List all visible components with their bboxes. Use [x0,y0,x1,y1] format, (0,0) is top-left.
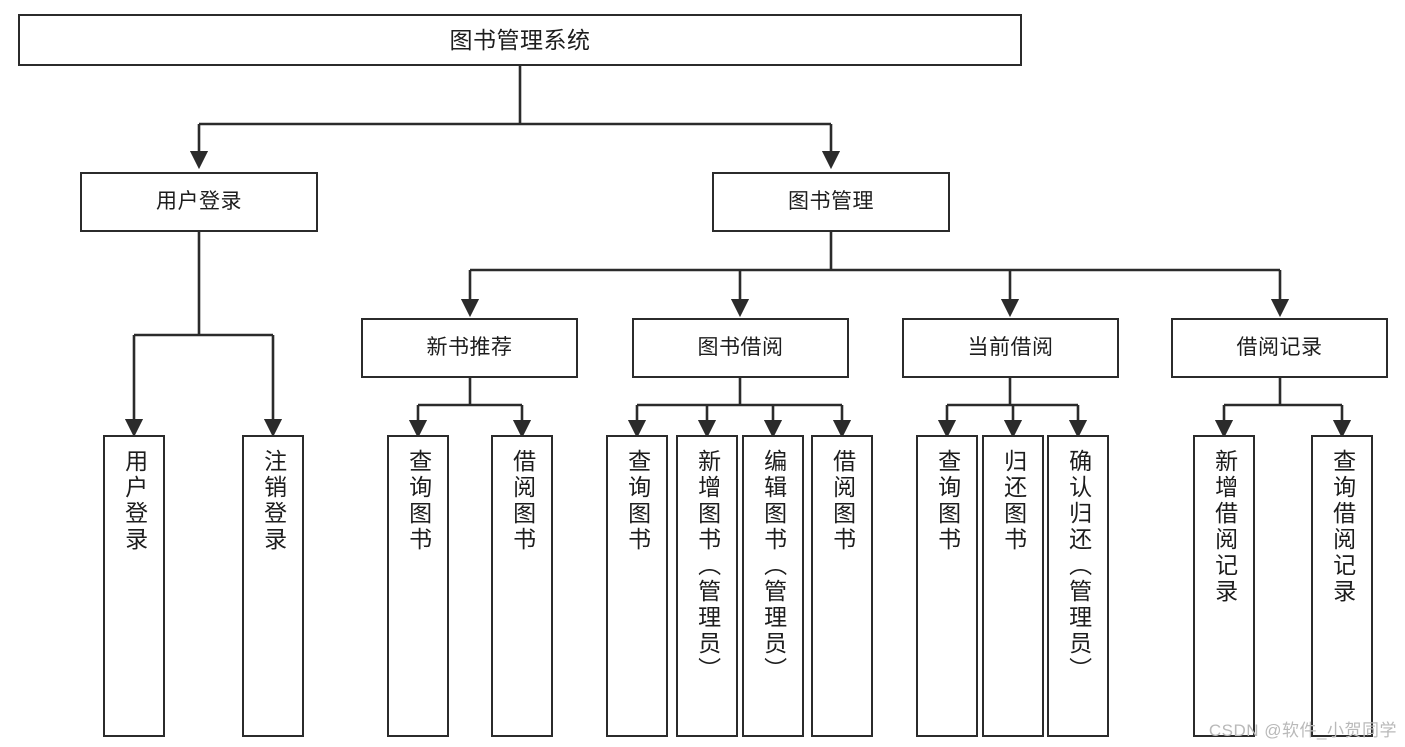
node-label: 新书推荐 [426,335,513,359]
node-current-borrow[interactable]: 当前借阅 [902,318,1119,378]
node-label: 图书管理系统 [449,26,591,53]
node-borrow-record[interactable]: 借阅记录 [1171,318,1388,378]
watermark: CSDN @软件_小贺同学 [1208,721,1397,740]
leaf-logout[interactable]: 注销登录 [242,435,304,737]
node-label: 图书借阅 [697,335,784,359]
leaf-query-borrow-record[interactable]: 查询借阅记录 [1311,435,1373,737]
leaf-add-book-admin[interactable]: 新增图书（管理员） [676,435,738,737]
node-label: 注销登录 [260,449,287,553]
node-new-book-recommend[interactable]: 新书推荐 [361,318,578,378]
leaf-borrow-book-borrow[interactable]: 借阅图书 [811,435,873,737]
node-label: 归还图书 [1000,449,1027,553]
node-label: 用户登录 [121,449,148,553]
node-book-borrow[interactable]: 图书借阅 [632,318,849,378]
node-label: 编辑图书（管理员） [760,449,787,683]
node-label: 借阅记录 [1236,335,1323,359]
leaf-query-book-recommend[interactable]: 查询图书 [387,435,449,737]
node-label: 查询图书 [934,449,961,553]
node-user-login[interactable]: 用户登录 [80,172,318,232]
node-label: 借阅图书 [829,449,856,553]
node-label: 确认归还（管理员） [1065,449,1092,683]
leaf-user-login[interactable]: 用户登录 [103,435,165,737]
node-label: 查询图书 [405,449,432,553]
node-label: 新增借阅记录 [1211,449,1238,605]
node-label: 查询借阅记录 [1329,449,1356,605]
leaf-confirm-return-admin[interactable]: 确认归还（管理员） [1047,435,1109,737]
leaf-query-book-borrow[interactable]: 查询图书 [606,435,668,737]
node-book-management[interactable]: 图书管理 [712,172,950,232]
leaf-borrow-book-recommend[interactable]: 借阅图书 [491,435,553,737]
node-label: 借阅图书 [509,449,536,553]
leaf-add-borrow-record[interactable]: 新增借阅记录 [1193,435,1255,737]
node-root-system[interactable]: 图书管理系统 [18,14,1022,66]
node-label: 当前借阅 [967,335,1054,359]
node-label: 用户登录 [156,189,242,213]
node-label: 查询图书 [624,449,651,553]
node-label: 图书管理 [788,189,874,213]
leaf-query-book-current[interactable]: 查询图书 [916,435,978,737]
node-label: 新增图书（管理员） [694,449,721,683]
leaf-return-book[interactable]: 归还图书 [982,435,1044,737]
leaf-edit-book-admin[interactable]: 编辑图书（管理员） [742,435,804,737]
